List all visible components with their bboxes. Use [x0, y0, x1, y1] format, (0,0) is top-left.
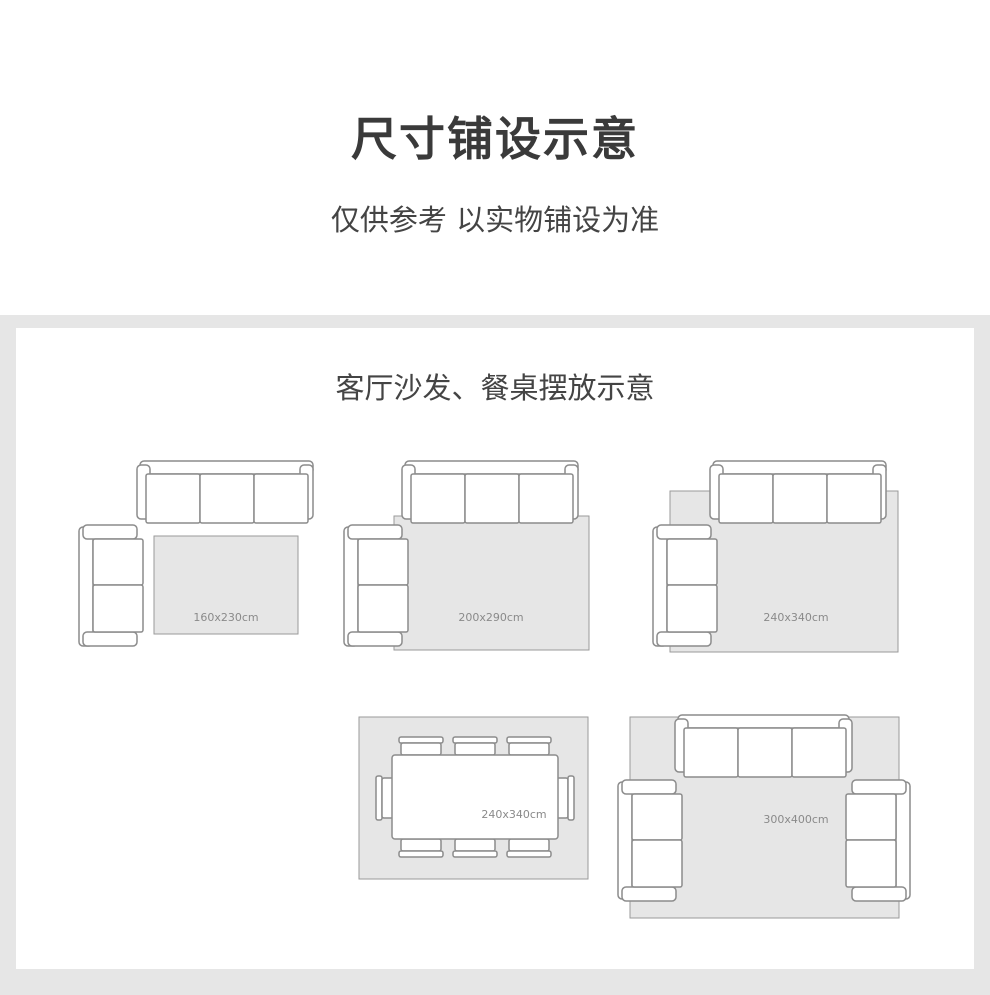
layout-300x400: 300x400cm	[617, 714, 911, 919]
chair-left	[375, 775, 395, 821]
sofa-top	[709, 460, 887, 524]
rug-label: 240x340cm	[481, 808, 546, 821]
armchair-left	[617, 779, 683, 902]
rug-label: 300x400cm	[763, 813, 828, 826]
rug-label: 160x230cm	[193, 611, 258, 624]
layout-200x290: 200x290cm	[343, 460, 590, 651]
rug	[393, 515, 590, 651]
layout-dining: 240x340cm	[358, 716, 589, 880]
rug-label: 200x290cm	[458, 611, 523, 624]
armchair-left	[78, 524, 144, 647]
rug-label: 240x340cm	[763, 611, 828, 624]
chairs-bottom	[398, 838, 552, 858]
page-title: 尺寸铺设示意	[351, 112, 639, 166]
dining-table	[391, 754, 559, 840]
page-subtitle: 仅供参考 以实物铺设为准	[330, 203, 660, 237]
section-title: 客厅沙发、餐桌摆放示意	[335, 371, 655, 405]
armchair-left	[652, 524, 718, 647]
sofa-top	[674, 714, 853, 778]
armchair-left	[343, 524, 409, 647]
layout-160x230: 160x230cm	[78, 460, 314, 647]
sofa-top	[136, 460, 314, 524]
chairs-top	[398, 736, 552, 756]
sofa-top	[401, 460, 579, 524]
armchair-right	[845, 779, 911, 902]
layout-240x340: 240x340cm	[652, 460, 899, 653]
rug	[153, 535, 299, 635]
